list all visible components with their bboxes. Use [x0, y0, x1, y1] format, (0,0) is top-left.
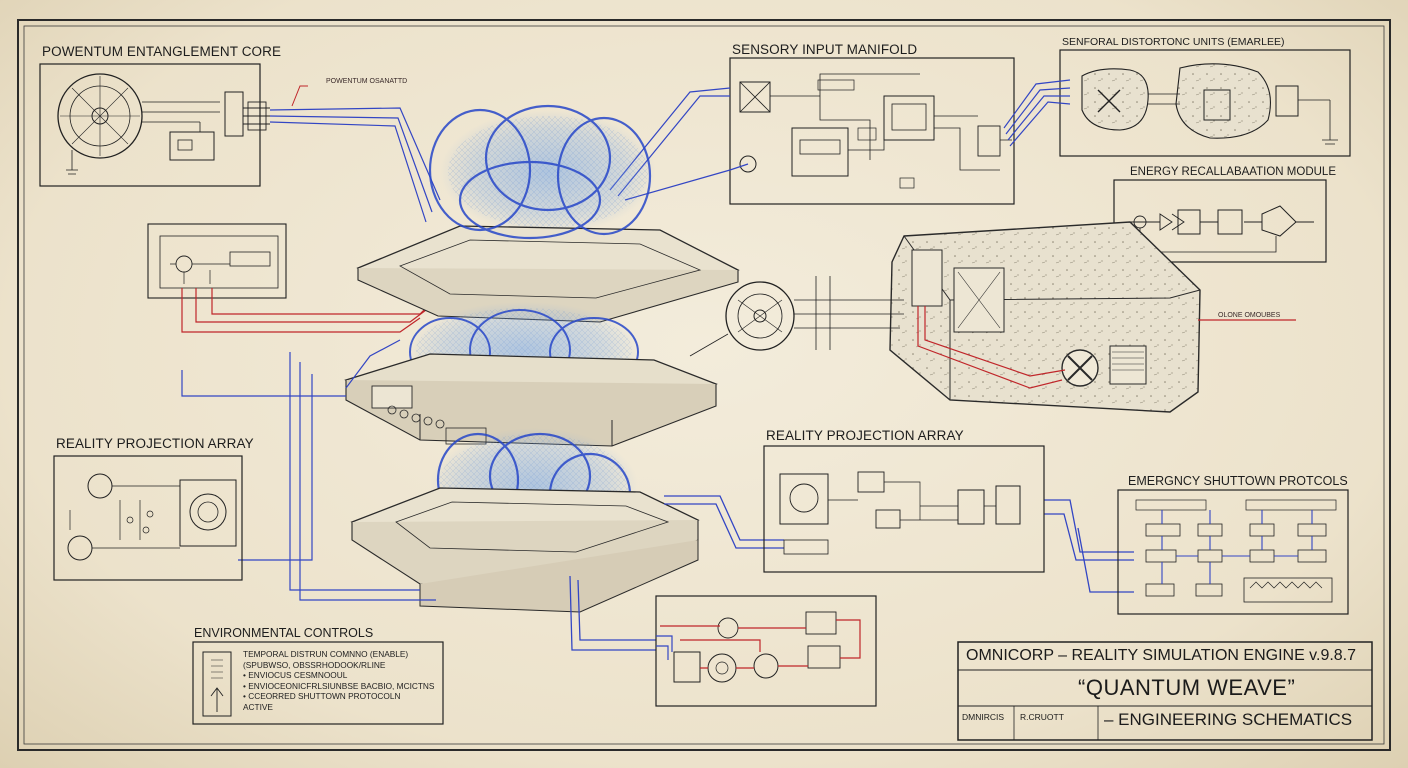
environmental-panel [192, 641, 444, 725]
reality-array-right-title: REALITY PROJECTION ARRAY [766, 428, 964, 443]
env-item: TEMPORAL DISTRUN COMNNO (ENABLE) [243, 649, 409, 659]
env-item: • CCEORRED SHUTTOWN PROTOCOLN [243, 691, 401, 701]
env-item: • ENVIOCUS CESMNOOUL [243, 670, 348, 680]
emergency-title: EMERGNCY SHUTTOWN PROTCOLS [1128, 474, 1348, 488]
left-control-panel [147, 223, 287, 299]
title-block-frame [957, 641, 1373, 741]
entanglement-core-panel [39, 63, 270, 187]
title-block-label-b: R.CRUOTT [1020, 712, 1064, 722]
reality-array-left-title: REALITY PROJECTION ARRAY [56, 436, 254, 451]
env-item: ACTIVE [243, 701, 273, 712]
plate-bottom [350, 487, 700, 613]
emergency-panel [1117, 489, 1349, 615]
environmental-list: TEMPORAL DISTRUN COMNNO (ENABLE) (SPUBWS… [243, 649, 434, 712]
env-item: (SPUBWSO, OBSSRHODOOK/RLINE [243, 659, 386, 670]
lower-circuit-panel [655, 595, 877, 707]
energy-module-panel [1113, 179, 1327, 263]
quantum-field-rings-top [428, 104, 652, 240]
title-block-line3: – ENGINEERING SCHEMATICS [1104, 710, 1353, 729]
sensory-input-title: SENSORY INPUT MANIFOLD [732, 42, 918, 57]
reality-array-left-panel [53, 455, 243, 581]
sensory-units-panel [1059, 49, 1351, 157]
environmental-title: ENVIRONMENTAL CONTROLS [194, 626, 374, 640]
reality-array-right-panel [763, 445, 1045, 573]
stone-generator [889, 221, 1201, 413]
plate-middle [344, 353, 718, 447]
entanglement-core-title: POWENTUM ENTANGLEMENT CORE [42, 44, 282, 59]
sensory-units-title: SENFORAL DISTORTONC UNITS (EMARLEE) [1062, 36, 1285, 48]
title-block-line1: OMNICORP – REALITY SIMULATION ENGINE v.9… [966, 647, 1357, 664]
core-callout-label: POWENTUM OSANATTD [326, 78, 408, 85]
rotor-assembly [689, 276, 904, 357]
sensory-input-panel [729, 57, 1015, 205]
title-block-label-a: DMNIRCIS [962, 712, 1005, 722]
right-callout-label: OLONE OMOUBES [1218, 312, 1281, 319]
env-item: • ENVIOCEONICFRLSIUNBSE BACBIO, MCICTNS [243, 680, 435, 691]
title-block-line2: “QUANTUM WEAVE” [1078, 675, 1296, 700]
energy-module-title: ENERGY RECALLABAATION MODULE [1130, 166, 1336, 178]
quantum-field-upper [440, 110, 656, 234]
